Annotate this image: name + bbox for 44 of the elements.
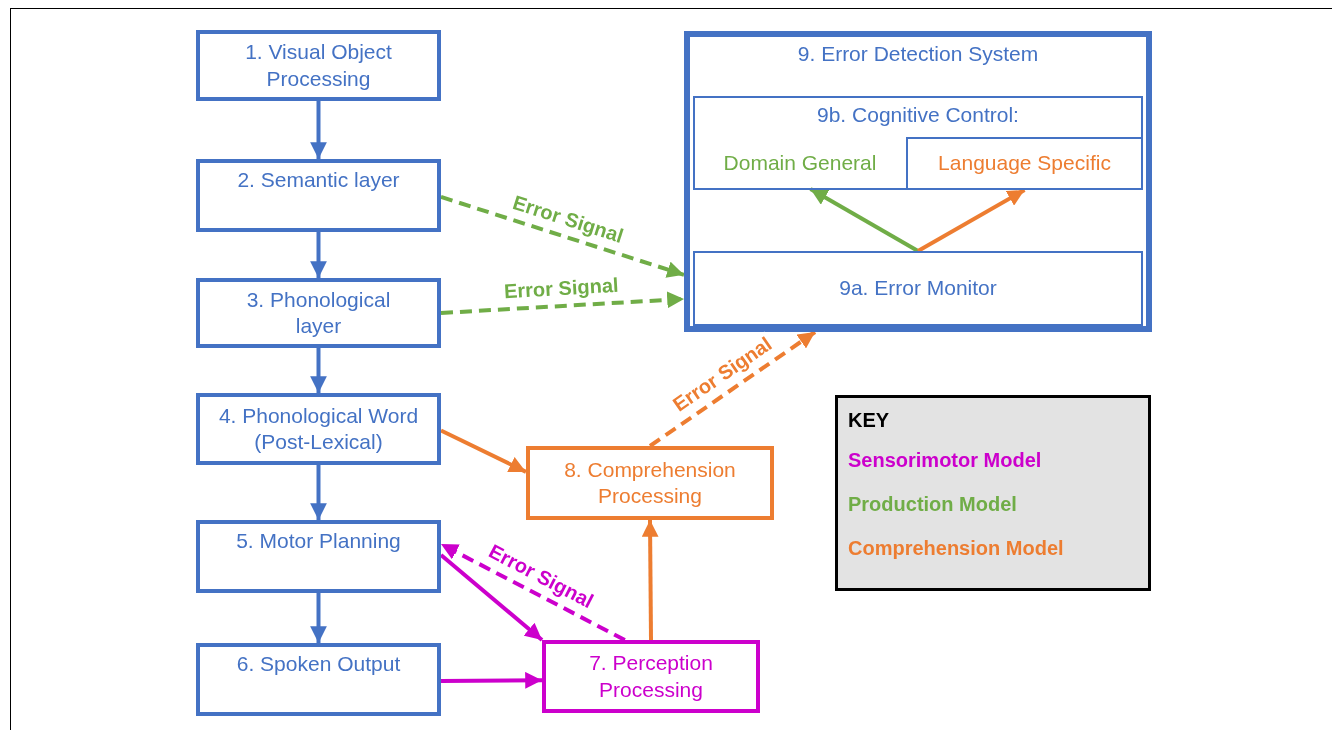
- node-label: 5. Motor Planning: [236, 528, 401, 554]
- arrow: [641, 520, 659, 640]
- process-box: [196, 159, 441, 232]
- system-panel: [684, 31, 1152, 332]
- node-label: 4. Phonological Word (Post-Lexical): [217, 402, 420, 455]
- dashed-arrow: [440, 291, 685, 315]
- node-label: 2. Semantic layer: [237, 167, 400, 193]
- legend-entry: Sensorimotor Model: [848, 448, 1042, 473]
- node-label: 6. Spoken Output: [236, 651, 401, 677]
- monitor-box: [693, 251, 1143, 326]
- arrow: [917, 188, 1026, 253]
- process-box: [542, 640, 760, 713]
- arrow: [310, 101, 327, 159]
- dashed-arrow: [440, 542, 626, 642]
- arrow: [310, 348, 327, 393]
- node-label: 7. Perception Processing: [588, 650, 714, 703]
- node-label: 9b. Cognitive Control:: [817, 102, 1019, 128]
- legend-title: KEY: [848, 408, 890, 433]
- process-box: [196, 393, 441, 465]
- dashed-arrow: [440, 195, 685, 278]
- arrow: [440, 428, 527, 474]
- arrow: [439, 553, 544, 642]
- legend-entry: Comprehension Model: [848, 536, 1064, 561]
- node-label: Language Specific: [938, 150, 1111, 177]
- process-box: [196, 520, 441, 593]
- node-label: 9a. Error Monitor: [839, 275, 997, 302]
- process-box: [196, 643, 441, 716]
- dashed-arrow: [648, 330, 817, 448]
- process-box: [196, 30, 441, 101]
- node-label: 9. Error Detection System: [797, 41, 1039, 67]
- node-label: 8. Comprehension Processing: [563, 456, 737, 509]
- arrow: [441, 671, 542, 689]
- node-label: 1. Visual Object Processing: [244, 39, 393, 92]
- process-box: [526, 446, 774, 520]
- arrow: [809, 187, 919, 253]
- process-box: [196, 278, 441, 348]
- node-label: 3. Phonological layer: [245, 286, 392, 339]
- control-box: [693, 96, 1143, 190]
- arrow: [310, 232, 327, 278]
- legend-entry: Production Model: [848, 492, 1017, 517]
- control-box: [906, 137, 1143, 190]
- arrow: [310, 593, 327, 643]
- arrow: [310, 465, 327, 520]
- node-label: Domain General: [723, 149, 877, 176]
